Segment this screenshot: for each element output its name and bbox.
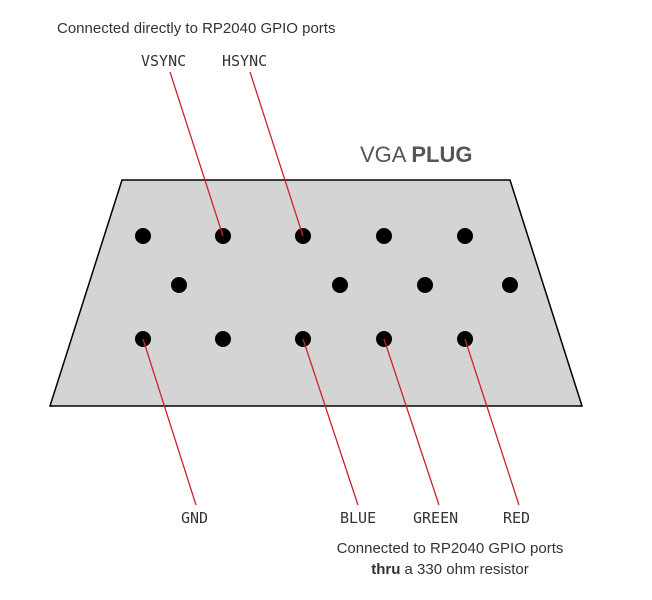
pin-5 xyxy=(457,228,473,244)
bottom-note-rest: a 330 ohm resistor xyxy=(400,561,528,578)
label-hsync: HSYNC xyxy=(222,52,267,70)
label-green: GREEN xyxy=(413,509,458,527)
pin-9 xyxy=(502,277,518,293)
pin-4 xyxy=(376,228,392,244)
label-gnd: GND xyxy=(181,509,208,527)
pin-7 xyxy=(332,277,348,293)
label-blue: BLUE xyxy=(340,509,376,527)
leader-red xyxy=(464,338,520,506)
bottom-note-line2: thru a 330 ohm resistor xyxy=(371,561,529,578)
label-vsync: VSYNC xyxy=(141,52,186,70)
leader-hsync xyxy=(249,71,304,237)
connector-title: VGA PLUG xyxy=(360,142,472,167)
leader-blue xyxy=(302,338,359,506)
pin-8 xyxy=(417,277,433,293)
top-note: Connected directly to RP2040 GPIO ports xyxy=(57,20,335,37)
leader-green xyxy=(383,338,440,506)
leader-gnd xyxy=(142,338,197,506)
leader-vsync xyxy=(169,71,224,237)
pin-1 xyxy=(135,228,151,244)
connector-title-bold: PLUG xyxy=(411,142,472,167)
vga-connector-body xyxy=(48,179,584,407)
label-red: RED xyxy=(503,509,530,527)
pin-11 xyxy=(215,331,231,347)
connector-title-normal: VGA xyxy=(360,142,411,167)
leader-lines xyxy=(142,71,520,506)
bottom-note-line1: Connected to RP2040 GPIO ports xyxy=(337,540,564,557)
pin-6 xyxy=(171,277,187,293)
bottom-note-thru: thru xyxy=(371,561,400,578)
